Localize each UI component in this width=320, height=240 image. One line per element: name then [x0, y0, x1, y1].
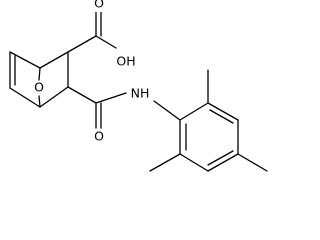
amide-group: [67, 86, 181, 129]
methyl-para: [237, 153, 268, 172]
bond-c1-o-bridge: [38, 67, 41, 81]
hydroxyl-label: OH: [116, 54, 135, 69]
bond-o-bridge-c4: [38, 95, 41, 108]
bridge-oxygen-label: O: [34, 80, 44, 95]
bond-c5-amide-c: [67, 86, 97, 104]
ring-bond-2: [207, 102, 239, 121]
bond-c1-c2: [9, 51, 41, 69]
ring-bond-2-inner: [209, 109, 234, 124]
bond-c1-c6: [39, 51, 69, 69]
chemical-structure: OH O O NH O: [9, 0, 268, 172]
ring-bond-4-inner: [207, 150, 234, 166]
bond-c6-cooh: [67, 35, 97, 53]
bond-c3-c4: [9, 87, 41, 108]
bond-amide-c-n: [95, 92, 127, 104]
methyl-bottom-left: [149, 153, 181, 172]
carboxylic-acid-group: [67, 10, 117, 53]
mesityl-ring: [149, 69, 268, 172]
ring-bond-1: [179, 102, 209, 121]
ring-bond-5: [179, 153, 209, 172]
amide-nitrogen-label: NH: [131, 86, 150, 101]
amide-oxygen-label: O: [94, 129, 104, 144]
bond-cooh-oh: [95, 35, 117, 49]
bond-n-aryl: [153, 100, 181, 121]
bond-c5-c4: [39, 86, 69, 108]
carbonyl-oxygen-top-label: O: [94, 0, 104, 11]
ring-bond-4: [207, 153, 239, 172]
oxanorbornene-core: [9, 51, 69, 108]
atom-labels: OH O O NH O: [32, 0, 153, 144]
